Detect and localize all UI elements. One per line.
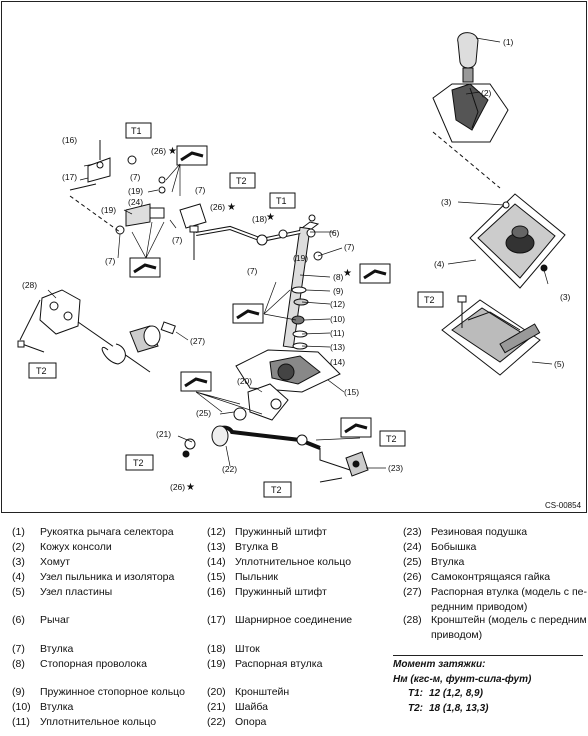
- callout: (10): [330, 314, 345, 324]
- callout: (12): [330, 299, 345, 309]
- bolt-t2-right: [457, 295, 467, 328]
- callout: (7): [195, 185, 206, 195]
- svg-text:T1: T1: [131, 126, 142, 136]
- bracket-28: [19, 289, 176, 373]
- callout: (3): [560, 292, 571, 302]
- torque-title: Момент затяжки:: [393, 659, 486, 670]
- support-22: [184, 425, 351, 471]
- callout: (20): [237, 376, 252, 386]
- grease-icon: [129, 257, 161, 278]
- callout: (7): [105, 256, 116, 266]
- boot-insulator-assembly: [469, 193, 566, 289]
- callout: (19): [128, 186, 143, 196]
- boot-base: [235, 349, 341, 393]
- callout: (2): [481, 88, 492, 98]
- svg-text:T2: T2: [36, 366, 47, 376]
- callout: (21): [156, 429, 171, 439]
- callout: (7): [247, 266, 258, 276]
- callout: (6): [329, 228, 340, 238]
- console-cover: [432, 83, 509, 143]
- callout: (7): [172, 235, 183, 245]
- callout: (4): [434, 259, 445, 269]
- callout: (16): [62, 135, 77, 145]
- grease-icon: [359, 263, 391, 284]
- svg-text:T2: T2: [271, 485, 282, 495]
- grease-icon: [176, 145, 208, 166]
- selector-knob: [457, 32, 479, 83]
- callout: (28): [22, 280, 37, 290]
- callout: (13): [330, 342, 345, 352]
- callout: (14): [330, 357, 345, 367]
- callout: (17): [62, 172, 77, 182]
- callout: (27): [190, 336, 205, 346]
- torque-row-t2: T2:18 (1,8, 13,3): [408, 703, 489, 714]
- callout: (8): [333, 272, 344, 282]
- svg-text:★: ★: [227, 202, 236, 213]
- callout: (1): [503, 37, 514, 47]
- callout: (26): [151, 146, 166, 156]
- svg-text:T1: T1: [276, 196, 287, 206]
- bolt-t2-left: [17, 340, 45, 353]
- svg-text:T2: T2: [236, 176, 247, 186]
- torque-tag: T2: [379, 430, 406, 447]
- callout: (24): [128, 197, 143, 207]
- svg-text:T2: T2: [386, 434, 397, 444]
- grease-icon: [180, 371, 212, 392]
- exploded-parts-diagram: (1) (2) (3) (3) (4) (5) (6) (7) (7) (7) …: [1, 1, 587, 513]
- leader-lines: [47, 37, 553, 469]
- svg-text:★: ★: [168, 146, 177, 157]
- torque-tag: T1: [125, 122, 152, 139]
- torque-row-t1: T1:12 (1,2, 8,9): [408, 688, 483, 699]
- bracket-20: [233, 383, 289, 421]
- rod: [195, 225, 301, 246]
- svg-text:★: ★: [266, 212, 275, 223]
- grease-pointers: [131, 163, 361, 441]
- torque-tag: T2: [229, 172, 256, 189]
- rubber-cushion: [319, 451, 369, 483]
- parts-legend: (1)Рукоятка рычага селектора (2)Кожух ко…: [12, 526, 587, 728]
- svg-text:T2: T2: [133, 458, 144, 468]
- svg-text:★: ★: [343, 268, 352, 279]
- callout: (18): [252, 214, 267, 224]
- callout: (9): [333, 286, 344, 296]
- svg-text:T2: T2: [424, 295, 435, 305]
- callout: (5): [554, 359, 565, 369]
- star-markers: ★ ★ ★ ★ ★: [168, 146, 352, 493]
- torque-tag: T2: [263, 481, 292, 498]
- torque-tag: T2: [28, 362, 57, 379]
- figure-code: CS-00854: [545, 501, 582, 510]
- callout: (11): [330, 328, 345, 338]
- torque-unit: Нм (кгс-м, фунт-сила-фут): [393, 674, 532, 685]
- nut-26-bottom: [182, 450, 190, 458]
- plate-assembly: [441, 299, 541, 376]
- callout: (23): [388, 463, 403, 473]
- callout: (26): [170, 482, 185, 492]
- callout: (26): [210, 202, 225, 212]
- diagram-frame: [1, 1, 587, 513]
- torque-tag: T2: [417, 291, 444, 308]
- torque-tag: T2: [125, 454, 154, 471]
- callout: (3): [441, 197, 452, 207]
- torque-spec-box: Момент затяжки: Нм (кгс-м, фунт-сила-фут…: [393, 655, 583, 716]
- callout: (7): [130, 172, 141, 182]
- diagram-canvas: (1) (2) (3) (3) (4) (5) (6) (7) (7) (7) …: [1, 1, 587, 513]
- grease-icon: [232, 303, 264, 324]
- callout: (19): [293, 253, 308, 263]
- grease-icon: [340, 417, 372, 438]
- callout: (22): [222, 464, 237, 474]
- svg-text:★: ★: [186, 482, 195, 493]
- callout: (15): [344, 387, 359, 397]
- callout: (19): [101, 205, 116, 215]
- torque-tag: T1: [269, 192, 296, 209]
- callout: (7): [344, 242, 355, 252]
- callout: (25): [196, 408, 211, 418]
